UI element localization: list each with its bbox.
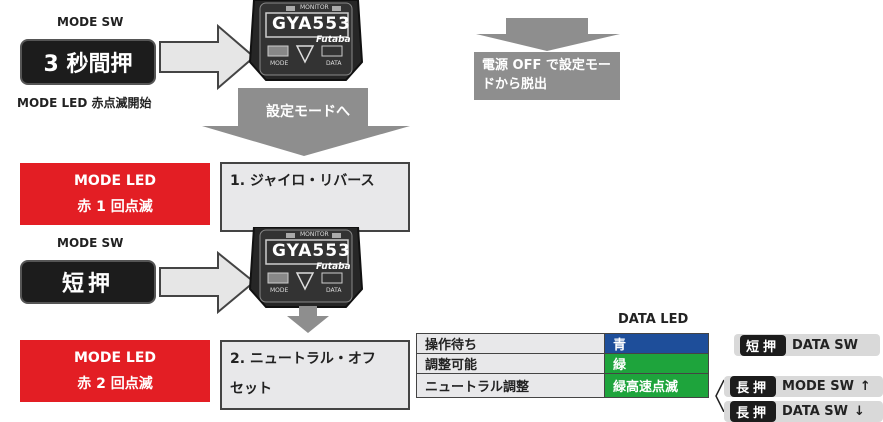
led-color-cell: 青 (604, 333, 709, 354)
short-press-data-sw: 短押 DATA SW (734, 334, 880, 356)
data-key-label: DATA (326, 287, 342, 294)
brand-label: Futaba (316, 35, 351, 45)
mode-led-blink-count: 赤 2 回点滅 (77, 376, 153, 392)
mode-key-label: MODE (270, 60, 289, 67)
state-cell: 操作待ち (416, 333, 605, 354)
data-led-table: 操作待ち 青 調整可能 緑 ニュートラル調整 緑高速点滅 (416, 333, 709, 398)
state-cell: 調整可能 (416, 353, 605, 374)
data-sw-label: DATA SW (792, 337, 859, 353)
step-2-title-line2: セット (230, 381, 272, 397)
mode-led-blink-label: MODE LED 赤点滅開始 (17, 96, 152, 110)
data-key-label: DATA (326, 60, 342, 67)
mode-sw-label: MODE SW (57, 15, 124, 29)
monitor-label: MONITOR (300, 231, 329, 238)
down-arrow-icon (202, 88, 410, 156)
down-arrow-icon (476, 18, 620, 51)
right-arrow-icon (159, 23, 256, 91)
arrow-up-icon: ↑ (859, 379, 871, 394)
step-2-neutral-offset: 2. ニュートラル・オフ セット (220, 340, 410, 410)
long-press-mode-sw: 長押 MODE SW ↑ (724, 376, 883, 397)
step-1-gyro-reverse: 1. ジャイロ・リバース (220, 162, 410, 232)
model-label: GYA553 (272, 241, 351, 261)
short-press-button[interactable]: 短押 (22, 262, 154, 302)
short-press-tag: 短押 (740, 334, 787, 356)
table-row: ニュートラル調整 緑高速点滅 (416, 373, 709, 398)
mode-sw-label: MODE SW (57, 236, 124, 250)
mode-led-blink-count: 赤 1 回点滅 (77, 199, 153, 215)
data-led-header: DATA LED (618, 312, 689, 327)
bracket-icon (715, 379, 725, 412)
to-setting-mode-label: 設定モードへ (266, 104, 350, 120)
state-cell: ニュートラル調整 (416, 373, 605, 398)
model-label: GYA553 (272, 14, 351, 34)
led-color-cell: 緑高速点滅 (604, 373, 709, 398)
mode-key-label: MODE (270, 287, 289, 294)
gyro-device: MONITOR GYA553 Futaba MODE DATA (246, 0, 366, 82)
table-row: 操作待ち 青 (416, 333, 709, 354)
mode-sw-label: MODE SW (782, 379, 854, 394)
led-color-cell: 緑 (604, 353, 709, 374)
mode-led-2-blink: MODE LED 赤 2 回点滅 (20, 340, 210, 402)
step-2-title-line1: 2. ニュートラル・オフ (230, 351, 376, 367)
mode-led-label: MODE LED (74, 350, 156, 366)
mode-led-1-blink: MODE LED 赤 1 回点滅 (20, 163, 210, 225)
table-row: 調整可能 緑 (416, 353, 709, 374)
gyro-device: MONITOR GYA553 Futaba MODE DATA (246, 226, 366, 309)
power-off-exit-label: 電源 OFF で設定モードから脱出 (474, 52, 620, 100)
brand-label: Futaba (316, 262, 351, 272)
mode-led-label: MODE LED (74, 173, 156, 189)
down-arrow-icon (287, 306, 329, 333)
long-press-tag: 長押 (730, 376, 777, 397)
hold-3s-button[interactable]: 3 秒間押 (22, 41, 154, 83)
right-arrow-icon (159, 250, 256, 315)
monitor-label: MONITOR (300, 4, 329, 11)
